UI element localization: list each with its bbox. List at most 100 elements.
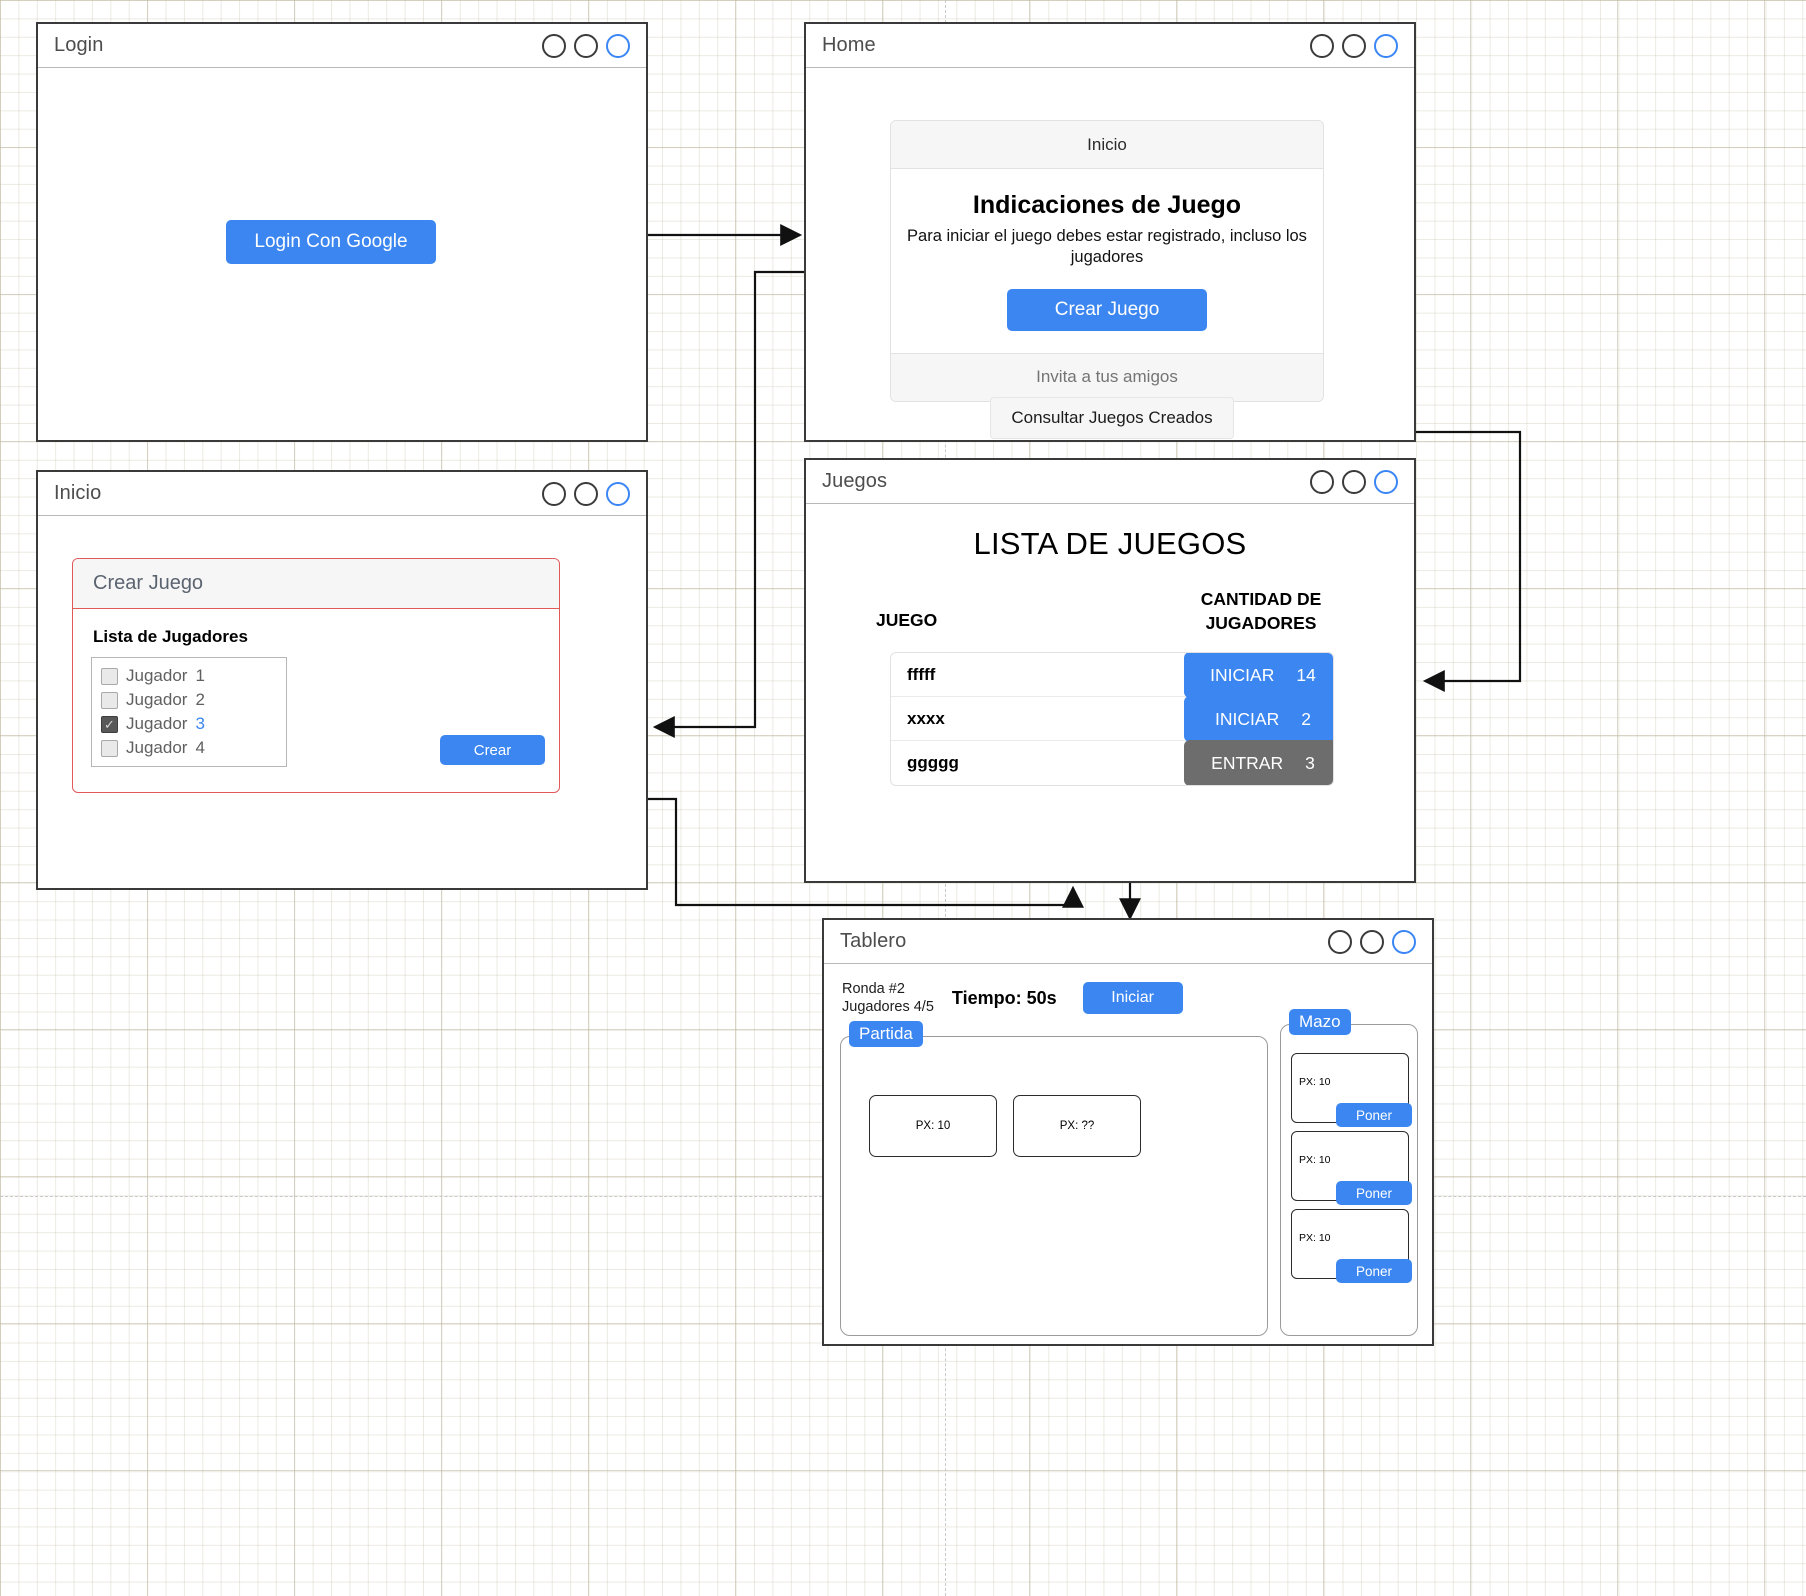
window-tablero: Tablero Ronda #2 Jugadores 4/5 Tiempo: 5…: [822, 918, 1434, 1346]
invita-amigos-footer[interactable]: Invita a tus amigos: [891, 352, 1323, 401]
window-inicio: Inicio Crear Juego Lista de Jugadores Ju…: [36, 470, 648, 890]
window-body: LISTA DE JUEGOS JUEGO CANTIDAD DE JUGADO…: [806, 504, 1414, 881]
tablero-status-bar: Ronda #2 Jugadores 4/5 Tiempo: 50s Inici…: [842, 976, 1414, 1020]
window-title-text: Tablero: [840, 930, 907, 952]
mazo-panel: Mazo PX: 10 Poner PX: 10 Poner PX: 10 Po…: [1280, 1009, 1418, 1336]
crear-juego-card: Crear Juego Lista de Jugadores Jugador 1…: [72, 558, 560, 793]
action-label: INICIAR: [1215, 708, 1280, 729]
window-control-minimize-icon[interactable]: [1310, 33, 1334, 58]
list-item[interactable]: Jugador 2: [92, 688, 286, 712]
table-row: xxxx INICIAR 2: [891, 696, 1333, 742]
window-controls[interactable]: [1310, 33, 1398, 58]
player-number: 1: [195, 666, 205, 685]
window-control-maximize-icon[interactable]: [1342, 33, 1366, 58]
partida-panel: Partida PX: 10 PX: ??: [840, 1021, 1268, 1336]
home-description: Para iniciar el juego debes estar regist…: [907, 227, 1307, 267]
mazo-card-value: PX: 10: [1299, 1076, 1331, 1088]
window-controls[interactable]: [1310, 469, 1398, 494]
window-control-minimize-icon[interactable]: [1310, 469, 1334, 494]
consultar-juegos-creados-button[interactable]: Consultar Juegos Creados: [990, 397, 1234, 439]
window-titlebar: Inicio: [38, 472, 646, 516]
player-count: 2: [1301, 708, 1311, 729]
lista-jugadores-title: Lista de Jugadores: [93, 627, 248, 646]
partida-card[interactable]: PX: 10: [869, 1095, 997, 1157]
poner-button[interactable]: Poner: [1336, 1103, 1412, 1127]
player-label: Jugador: [126, 714, 188, 733]
window-title-text: Home: [822, 34, 876, 56]
window-control-close-icon[interactable]: [1374, 469, 1398, 494]
list-item[interactable]: Jugador 1: [92, 664, 286, 688]
player-label: Jugador: [126, 738, 188, 757]
home-heading: Indicaciones de Juego: [972, 191, 1242, 219]
table-headers: JUEGO CANTIDAD DE JUGADORES: [806, 588, 1414, 640]
list-item[interactable]: Jugador 4: [92, 736, 286, 760]
page-title: LISTA DE JUEGOS: [973, 526, 1247, 561]
crear-juego-card-header: Crear Juego: [73, 559, 559, 609]
checkbox-icon[interactable]: [101, 667, 118, 685]
window-title-text: Login: [54, 34, 104, 56]
checkbox-icon-checked[interactable]: [101, 715, 118, 733]
table-row: fffff INICIAR 14: [891, 653, 1333, 698]
mazo-label: Mazo: [1289, 1009, 1351, 1035]
juegos-table: fffff INICIAR 14 xxxx INICIAR 2 ggggg EN…: [890, 652, 1334, 786]
partida-card[interactable]: PX: ??: [1013, 1095, 1141, 1157]
window-control-close-icon[interactable]: [1374, 33, 1398, 58]
window-titlebar: Home: [806, 24, 1414, 68]
player-label: Jugador: [126, 690, 188, 709]
home-card-header: Inicio: [891, 121, 1323, 169]
mazo-card[interactable]: PX: 10 Poner: [1291, 1209, 1412, 1283]
player-count: 14: [1296, 664, 1316, 685]
player-number: 2: [195, 690, 205, 709]
column-header-line2: JUGADORES: [1205, 612, 1317, 633]
window-control-close-icon[interactable]: [1392, 929, 1416, 954]
crear-juego-card-body: Lista de Jugadores Jugador 1 Jugador 2: [73, 609, 559, 792]
checkbox-icon[interactable]: [101, 691, 118, 709]
crear-juego-button[interactable]: Crear Juego: [1007, 288, 1207, 331]
mazo-card[interactable]: PX: 10 Poner: [1291, 1053, 1412, 1127]
tiempo-label: Tiempo: 50s: [951, 987, 1057, 1008]
iniciar-button[interactable]: Iniciar: [1082, 982, 1183, 1014]
player-number: 3: [195, 714, 205, 733]
window-login: Login Login Con Google: [36, 22, 648, 442]
window-control-close-icon[interactable]: [606, 481, 630, 506]
window-control-close-icon[interactable]: [606, 33, 630, 58]
window-controls[interactable]: [1328, 929, 1416, 954]
poner-button[interactable]: Poner: [1336, 1259, 1412, 1283]
window-control-maximize-icon[interactable]: [574, 481, 598, 506]
crear-button[interactable]: Crear: [440, 735, 545, 765]
list-item[interactable]: Jugador 3: [92, 712, 286, 736]
window-control-maximize-icon[interactable]: [1360, 929, 1384, 954]
table-row: ggggg ENTRAR 3: [891, 740, 1333, 785]
iniciar-button[interactable]: INICIAR 14: [1184, 653, 1333, 698]
home-card-body: Indicaciones de Juego Para iniciar el ju…: [891, 169, 1323, 353]
player-number: 4: [195, 738, 205, 757]
window-body: Login Con Google: [38, 68, 646, 440]
window-body: Inicio Indicaciones de Juego Para inicia…: [806, 68, 1414, 440]
login-with-google-button[interactable]: Login Con Google: [226, 220, 436, 264]
column-header-juego: JUEGO: [876, 610, 938, 630]
checkbox-icon[interactable]: [101, 739, 118, 757]
partida-label: Partida: [849, 1021, 923, 1047]
window-titlebar: Login: [38, 24, 646, 68]
window-titlebar: Tablero: [824, 920, 1432, 964]
window-controls[interactable]: [542, 33, 630, 58]
mazo-card-value: PX: 10: [1299, 1154, 1331, 1166]
window-control-maximize-icon[interactable]: [1342, 469, 1366, 494]
window-control-minimize-icon[interactable]: [542, 481, 566, 506]
poner-button[interactable]: Poner: [1336, 1181, 1412, 1205]
window-body: Ronda #2 Jugadores 4/5 Tiempo: 50s Inici…: [824, 964, 1432, 1344]
window-controls[interactable]: [542, 481, 630, 506]
action-label: ENTRAR: [1211, 752, 1284, 773]
window-title-text: Inicio: [54, 482, 102, 504]
mazo-card[interactable]: PX: 10 Poner: [1291, 1131, 1412, 1205]
mazo-card-value: PX: 10: [1299, 1232, 1331, 1244]
entrar-button[interactable]: ENTRAR 3: [1184, 740, 1333, 785]
window-control-maximize-icon[interactable]: [574, 33, 598, 58]
window-control-minimize-icon[interactable]: [1328, 929, 1352, 954]
player-list: Jugador 1 Jugador 2 Jugador 3: [91, 657, 287, 767]
iniciar-button[interactable]: INICIAR 2: [1184, 696, 1333, 742]
window-titlebar: Juegos: [806, 460, 1414, 504]
column-header-cantidad-jugadores: CANTIDAD DE JUGADORES: [1152, 588, 1370, 635]
window-home: Home Inicio Indicaciones de Juego Para i…: [804, 22, 1416, 442]
window-control-minimize-icon[interactable]: [542, 33, 566, 58]
